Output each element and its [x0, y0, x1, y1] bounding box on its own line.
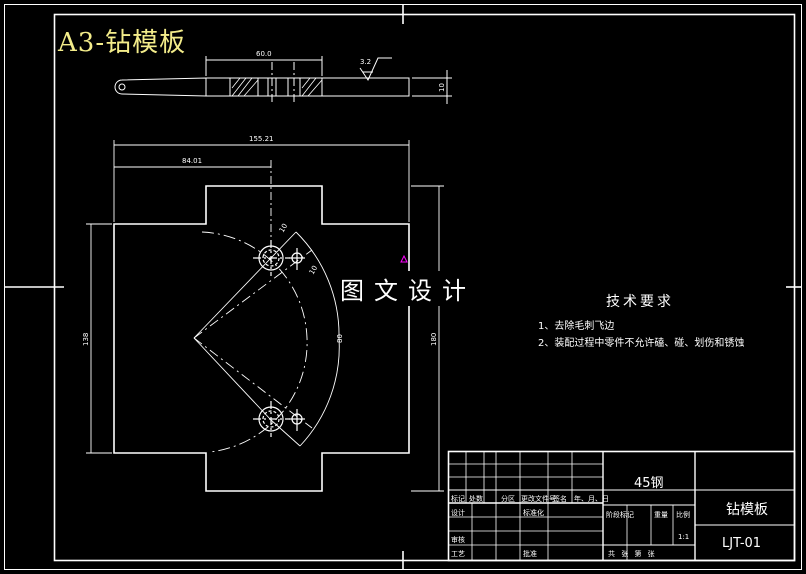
- dim-overall-width: 155.21: [249, 135, 274, 143]
- tech-note-1: 1、去除毛刺飞边: [538, 321, 615, 332]
- tb-label-count: 处数: [469, 495, 483, 503]
- tb-label-ratio: 比例: [676, 511, 690, 519]
- dim-hole-offset: 84.01: [182, 157, 202, 165]
- part-name: 钻模板: [726, 502, 768, 518]
- tb-label-approve: 批准: [523, 550, 537, 558]
- tb-label-process: 工艺: [451, 550, 465, 558]
- dim-roughness: 3.2: [360, 58, 371, 66]
- dim-hole-bottom: 10: [308, 264, 319, 276]
- material-value: 45钢: [634, 476, 664, 491]
- dim-left-height: 138: [82, 333, 90, 346]
- construction-lines: [193, 231, 340, 453]
- tb-label-stage: 阶段标记: [606, 511, 634, 519]
- tb-label-sheets: 共 张 第 张: [608, 550, 657, 558]
- front-dimensions: [86, 140, 444, 492]
- tb-label-mark: 标记: [451, 495, 465, 503]
- tb-label-design: 设计: [451, 509, 465, 517]
- tech-requirements-title: 技术要求: [606, 294, 674, 310]
- front-view: [113, 185, 410, 492]
- tb-label-signature: 签名: [553, 495, 567, 503]
- dim-hole-top: 10: [278, 222, 289, 234]
- tb-label-zone: 分区: [501, 495, 515, 503]
- tech-note-2: 2、装配过程中零件不允许磕、碰、划伤和锈蚀: [538, 338, 745, 349]
- title-block-grid: [447, 450, 796, 562]
- watermark: 图文设计: [338, 271, 478, 306]
- tb-label-standardize: 标准化: [523, 509, 544, 517]
- dim-right-height: 180: [430, 333, 438, 346]
- tb-label-change: 更改文件号: [521, 495, 556, 503]
- top-view: [114, 56, 452, 104]
- tb-label-date: 年、月、日: [574, 495, 609, 503]
- holes: [253, 240, 305, 437]
- magenta-marker: [400, 254, 408, 263]
- dim-top-width: 60.0: [256, 50, 272, 58]
- sheet-title: A3-钻模板: [58, 28, 187, 58]
- dim-thickness: 10: [438, 83, 446, 92]
- sheet-frame: [4, 4, 802, 570]
- scale-value: 1:1: [678, 533, 690, 541]
- tb-label-review: 审核: [451, 536, 465, 544]
- dimension-labels: 60.0 3.2 10 155.21 84.01 138 180 10 10 8…: [82, 50, 446, 346]
- drawing-number: LJT-01: [722, 536, 762, 551]
- tb-label-weight: 重量: [654, 511, 668, 519]
- dim-arc-radius: 80: [336, 334, 344, 343]
